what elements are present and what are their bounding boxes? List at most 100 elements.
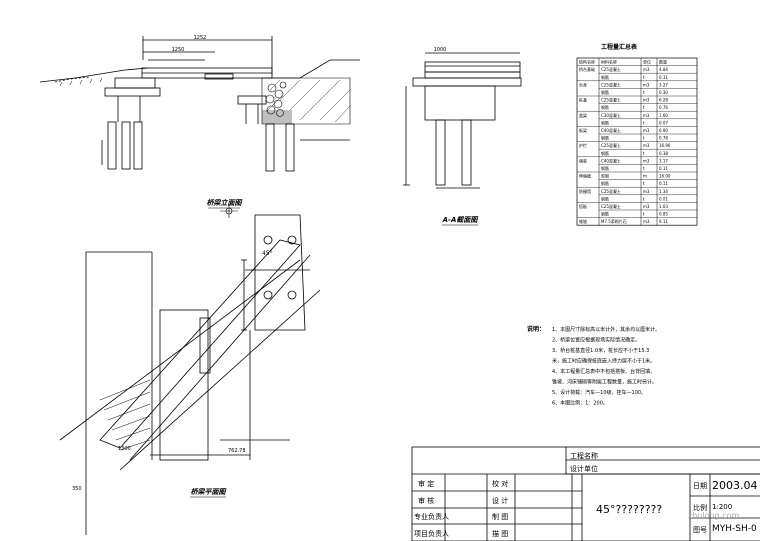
plan-dim-a: 1300 <box>118 446 131 452</box>
table-cell: 0.07 <box>659 120 668 125</box>
elevation-view <box>39 36 360 172</box>
table-cell: C30混凝土 <box>601 112 621 118</box>
table-cell: C25混凝土 <box>601 203 621 209</box>
table-cell: 钢筋 <box>601 150 609 156</box>
table-cell: C40混凝土 <box>601 127 621 133</box>
table-cell: m3 <box>643 204 650 209</box>
table-cell: m3 <box>643 219 650 224</box>
table-cell: C25混凝土 <box>601 81 621 87</box>
table-cell: t <box>643 196 645 201</box>
table-cell: 3.27 <box>659 82 668 87</box>
plan-view <box>59 214 321 535</box>
table-cell: 1.34 <box>659 189 668 194</box>
table-cell: 0.30 <box>659 90 668 95</box>
table-cell: 桩基 <box>579 97 587 103</box>
table-cell: 0.76 <box>659 105 668 110</box>
table-cell: t <box>643 212 645 217</box>
tb-role-5: 专业负责人 <box>414 513 449 521</box>
table-cell: m3 <box>643 98 650 103</box>
table-cell: 伸缩缝 <box>579 173 591 179</box>
tb-role-3: 审 核 <box>418 497 435 505</box>
table-cell: t <box>643 151 645 156</box>
title-block <box>411 446 760 541</box>
table-cell: C25混凝土 <box>601 188 621 194</box>
table-cell: C40混凝土 <box>601 157 621 163</box>
table-cell: 钢筋 <box>601 195 609 201</box>
table-cell: M7.5浆砌片石 <box>601 218 627 224</box>
table-cell: m3 <box>643 189 650 194</box>
table-header-cell: 结构名称 <box>579 59 595 65</box>
table-cell: 0.11 <box>659 166 668 171</box>
table-cell: 4.84 <box>659 67 668 72</box>
note-line: 1、本图尺寸除标高以米计外，其余均以厘米计。 <box>552 326 660 333</box>
date-value: 2003.04 <box>712 479 758 492</box>
table-cell: 0.85 <box>659 212 668 217</box>
tb-role-4: 设 计 <box>492 497 509 505</box>
section-width-dim: 1000 <box>434 47 447 53</box>
drawing-no-label: 图号 <box>693 526 707 534</box>
table-cell: t <box>643 136 645 141</box>
table-cell: 1.60 <box>659 113 668 118</box>
table-cell: 型钢 <box>601 173 609 179</box>
scale-value: 1:200 <box>712 503 733 511</box>
table-cell: 6.28 <box>659 98 668 103</box>
table-cell: m3 <box>643 158 650 163</box>
note-line: 2、桥梁位置应根据现场实际情况确定。 <box>552 337 640 344</box>
table-header-cell: 数量 <box>659 59 667 65</box>
notes-block: 说明： 1、本图尺寸除标高以米计外，其余均以厘米计。 2、桥梁位置应根据现场实际情… <box>527 325 660 407</box>
tb-role-1: 审 定 <box>418 480 435 488</box>
note-line: 6、本图比例：1：200。 <box>552 400 608 407</box>
plan-title: 桥梁平面图 <box>191 487 228 496</box>
table-cell: 搭板 <box>579 203 587 209</box>
table-cell: 钢筋 <box>601 165 609 171</box>
elevation-span-dim: 1250 <box>172 47 185 53</box>
table-cell: m3 <box>643 67 650 72</box>
tb-role-2: 校 对 <box>492 480 509 488</box>
table-cell: 1.03 <box>659 204 668 209</box>
table-cell: 钢筋 <box>601 119 609 125</box>
elevation-title: 桥梁立面图 <box>207 198 244 207</box>
elevation-total-dim: 1252 <box>194 35 207 41</box>
table-cell: 护栏 <box>579 142 587 148</box>
table-cell: C25混凝土 <box>601 142 621 148</box>
note-line: 4、本工程量汇总表中不包括搭板、台背回填、 <box>552 368 655 375</box>
table-cell: 6.90 <box>659 128 668 133</box>
note-line: 5、设计荷载：汽车—10级，挂车—100。 <box>552 389 646 396</box>
table-cell: 0.38 <box>659 151 668 156</box>
table-cell: t <box>643 75 645 80</box>
note-line: 米，施工时应确保桩底嵌入持力层不小于1米。 <box>552 358 655 365</box>
skew-label: 45° <box>262 250 273 257</box>
table-cell: 钢筋 <box>601 104 609 110</box>
table-cell: 桥台基础 <box>579 66 595 72</box>
table-cell: t <box>643 90 645 95</box>
table-cell: 3.17 <box>659 158 668 163</box>
section-view <box>403 52 522 189</box>
watermark: zhulong.com <box>688 511 740 520</box>
table-cell: 0.01 <box>659 196 668 201</box>
note-line: 锥坡、河床铺砌等附属工程数量，施工时另计。 <box>552 379 657 386</box>
table-header-cell: 材料名称 <box>601 59 617 65</box>
table-cell: 钢筋 <box>601 211 609 217</box>
table-cell: 0.11 <box>659 181 668 186</box>
table-cell: 16.00 <box>659 174 671 179</box>
table-cell: m3 <box>643 82 650 87</box>
table-cell: 16.96 <box>659 143 671 148</box>
note-line: 3、桥台桩基直径1.0米，桩长应不小于15.3 <box>552 347 649 354</box>
table-cell: m3 <box>643 143 650 148</box>
project-label: 工程名称 <box>570 452 598 460</box>
table-cell: 台身 <box>579 81 587 87</box>
center-mark <box>220 204 238 218</box>
drawing-no: MYH-SH-0 <box>712 524 757 534</box>
date-label: 日期 <box>693 482 707 490</box>
table-cell: 铺装 <box>579 157 587 163</box>
table-cell: 0.78 <box>659 136 668 141</box>
plan-dim-b: 762.78 <box>228 448 246 454</box>
notes-label: 说明： <box>527 325 545 333</box>
table-cell: 盖梁 <box>579 112 587 118</box>
table-cell: 锥坡 <box>579 218 587 224</box>
table-cell: t <box>643 105 645 110</box>
table-header-cell: 单位 <box>643 59 651 65</box>
table-cell: C25混凝土 <box>601 66 621 72</box>
